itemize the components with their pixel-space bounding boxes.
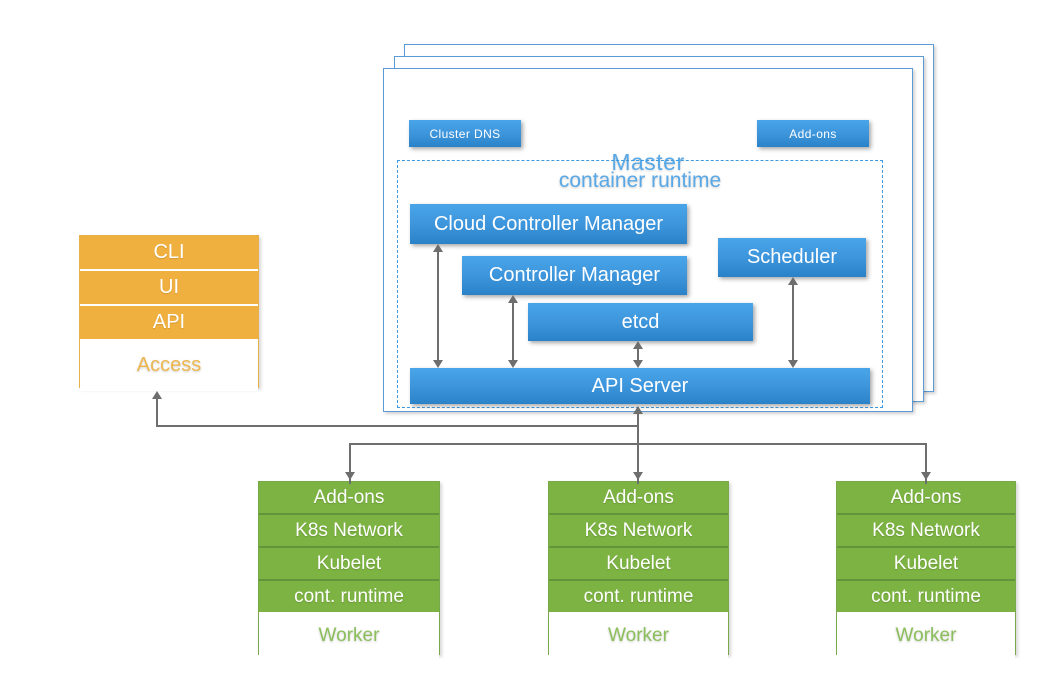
worker-2-runtime-label: cont. runtime [583,585,694,607]
connector-access-riser [156,399,158,426]
master-addons-label: Add-ons [789,126,837,141]
worker-3-row-runtime[interactable]: cont. runtime [837,581,1015,612]
cluster-dns-label: Cluster DNS [429,126,501,141]
worker-node-3[interactable]: Add-ons K8s Network Kubelet cont. runtim… [836,481,1016,660]
arrow-scheduler-down [788,360,798,368]
controller-manager-label: Controller Manager [488,264,661,286]
connector-ccm-apiserver [437,252,439,360]
access-row-api[interactable]: API [80,306,258,339]
worker-3-network-label: K8s Network [872,519,980,541]
arrow-etcd-down [633,360,643,368]
worker-node-1[interactable]: Add-ons K8s Network Kubelet cont. runtim… [258,481,440,660]
arrow-cm-down [508,360,518,368]
controller-manager-box[interactable]: Controller Manager [462,256,687,295]
worker-1-addons-label: Add-ons [313,486,385,508]
worker-1-row-addons[interactable]: Add-ons [259,482,439,515]
api-server-box[interactable]: API Server [410,368,870,404]
worker-3-row-kubelet[interactable]: Kubelet [837,548,1015,581]
worker-2-title: Worker [549,612,728,660]
worker-3-addons-label: Add-ons [890,486,962,508]
worker-1-row-network[interactable]: K8s Network [259,515,439,548]
arrow-apiserver-trunk-up [633,406,643,414]
scheduler-box[interactable]: Scheduler [718,238,866,277]
worker-1-runtime-label: cont. runtime [294,585,404,607]
access-title-label: Access [136,353,202,376]
arrow-ccm-up [433,244,443,252]
scheduler-label: Scheduler [746,246,838,268]
worker-2-kubelet-label: Kubelet [606,552,671,574]
connector-bus-access [156,425,639,427]
connector-apiserver-trunk [637,414,639,484]
access-row-cli-label: CLI [153,241,185,263]
worker-2-row-addons[interactable]: Add-ons [549,482,728,515]
arrow-cm-up [508,295,518,303]
cloud-controller-manager-label: Cloud Controller Manager [433,212,663,235]
cloud-controller-manager-box[interactable]: Cloud Controller Manager [410,204,687,244]
worker-3-row-network[interactable]: K8s Network [837,515,1015,548]
arrow-access-up [152,391,162,399]
connector-worker-1-drop [349,443,351,484]
cluster-dns-box[interactable]: Cluster DNS [409,120,521,147]
access-row-cli[interactable]: CLI [80,236,258,271]
worker-node-2[interactable]: Add-ons K8s Network Kubelet cont. runtim… [548,481,729,660]
connector-worker-3-drop [925,443,927,484]
worker-2-network-label: K8s Network [584,519,693,541]
etcd-label: etcd [621,310,660,333]
connector-cm-apiserver [512,303,514,360]
arrow-ccm-down [433,360,443,368]
master-title: Master [611,149,685,175]
worker-1-row-runtime[interactable]: cont. runtime [259,581,439,612]
arrow-scheduler-up [788,277,798,285]
connector-scheduler-apiserver [792,285,794,360]
connector-bus-workers [349,443,926,445]
worker-1-title-label: Worker [318,625,380,646]
worker-1-title: Worker [259,612,439,660]
worker-2-addons-label: Add-ons [603,486,674,508]
api-server-label: API Server [591,374,689,397]
worker-3-title-label: Worker [895,625,957,646]
worker-3-title: Worker [837,612,1015,660]
worker-2-row-kubelet[interactable]: Kubelet [549,548,728,581]
arrow-etcd-up [633,341,643,349]
worker-1-network-label: K8s Network [295,519,403,541]
worker-3-kubelet-label: Kubelet [893,552,959,574]
container-runtime-title: container runtime [558,169,722,192]
master-addons-box[interactable]: Add-ons [757,120,869,147]
worker-1-kubelet-label: Kubelet [316,552,382,574]
worker-3-row-addons[interactable]: Add-ons [837,482,1015,515]
access-row-ui-label: UI [159,276,179,298]
access-row-ui[interactable]: UI [80,271,258,306]
worker-2-row-runtime[interactable]: cont. runtime [549,581,728,612]
etcd-box[interactable]: etcd [528,303,753,341]
worker-2-row-network[interactable]: K8s Network [549,515,728,548]
access-box[interactable]: CLI UI API Access [79,235,259,391]
access-row-api-label: API [152,311,186,333]
worker-3-runtime-label: cont. runtime [871,585,981,607]
arrow-worker-3-down [921,472,931,480]
access-title: Access [80,339,258,391]
worker-1-row-kubelet[interactable]: Kubelet [259,548,439,581]
worker-2-title-label: Worker [608,625,669,646]
arrow-worker-1-down [345,472,355,480]
arrow-worker-2-down [633,472,643,480]
connector-etcd-apiserver [637,349,639,360]
